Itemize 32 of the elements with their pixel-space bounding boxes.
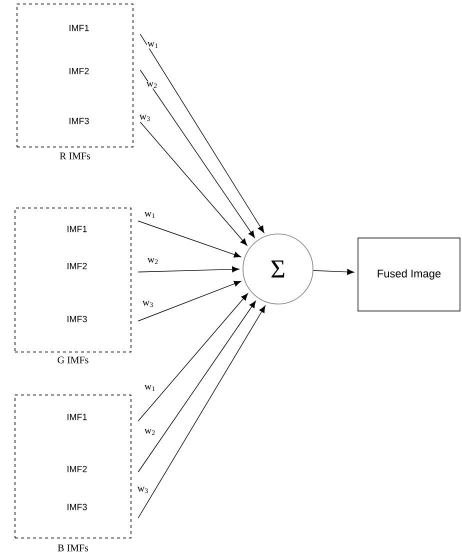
imf-label: IMF2: [70, 68, 89, 74]
arrow: [138, 266, 240, 272]
arrow: [138, 306, 266, 518]
imf-label: IMF2: [68, 262, 87, 270]
imf-label: IMF1: [68, 226, 87, 232]
weight-label: w$_{2}$: [146, 257, 160, 265]
weight-label: w$_{2}$: [146, 81, 158, 89]
output-box: Fused Image: [358, 238, 460, 312]
weight-label: w$_{2}$: [144, 428, 156, 436]
arrow: [138, 280, 242, 322]
imf-label: IMF3: [68, 504, 87, 510]
imf-label: IMF1: [70, 24, 89, 32]
weight-label: w$_{3}$: [136, 486, 150, 494]
weight-label: w$_{1}$: [146, 41, 160, 49]
arrow: [140, 122, 248, 246]
arrow: [140, 34, 264, 233]
weight-label: w$_{1}$: [144, 211, 156, 219]
imf-label: IMF3: [70, 118, 89, 124]
imf-label: IMF1: [68, 414, 87, 420]
group-label: R IMFs: [60, 152, 90, 160]
weight-label: w$_{3}$: [138, 114, 152, 122]
arrow: [140, 70, 255, 238]
arrow: [138, 293, 248, 422]
arrow: [138, 220, 242, 258]
weight-label: w$_{3}$: [142, 300, 154, 308]
group-label: B IMFs: [58, 544, 88, 552]
arrow: [138, 300, 256, 472]
weight-label: w$_{1}$: [144, 384, 156, 392]
imf-label: IMF3: [68, 316, 87, 322]
arrow: [313, 268, 354, 275]
imf-label: IMF2: [68, 466, 87, 472]
group-label: G IMFs: [58, 356, 88, 364]
